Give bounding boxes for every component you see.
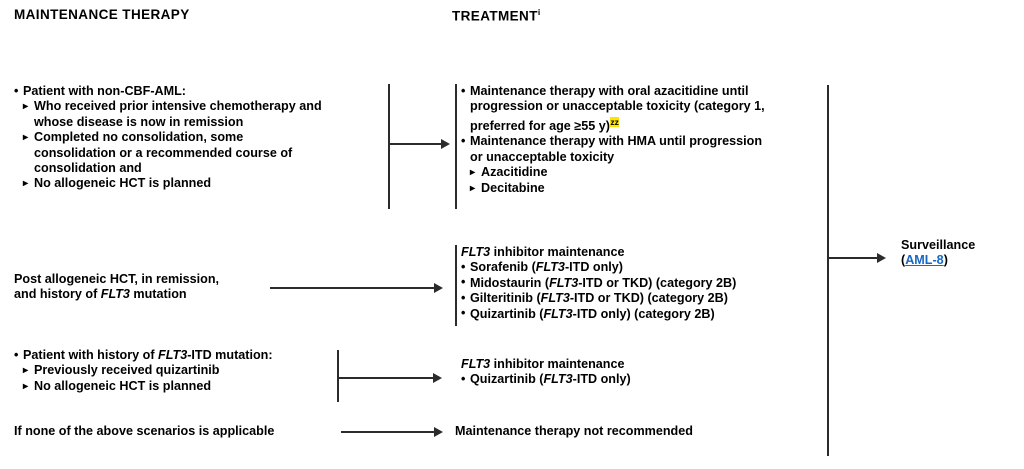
criteria-line: and history of FLT3 mutation	[14, 287, 187, 302]
header-right-label: TREATMENT	[452, 8, 538, 24]
connector-arrowhead-outcome	[877, 253, 886, 263]
treatment-block-quizartinib-maintenance: FLT3 inhibitor maintenance •Quizartinib …	[461, 357, 631, 388]
connector-arrowhead-row1	[441, 139, 450, 149]
list-item: • Patient with non-CBF-AML:	[14, 84, 322, 99]
list-item: •Patient with history of FLT3-ITD mutati…	[14, 347, 273, 363]
connector-arrowhead-row2	[434, 283, 443, 293]
list-item-label: No allogeneic HCT is planned	[34, 176, 212, 191]
list-item: •Quizartinib (FLT3-ITD only) (category 2…	[461, 306, 715, 321]
column-header-treatment: TREATMENTi	[452, 7, 540, 24]
column-header-maintenance-therapy: MAINTENANCE THERAPY	[14, 7, 190, 22]
list-item-label: Patient with non-CBF-AML:	[23, 84, 186, 98]
connector-collector-line	[827, 85, 829, 456]
list-item: •Quizartinib (FLT3-ITD only)	[461, 371, 631, 387]
bullet-icon: •	[461, 133, 466, 148]
list-item-label: Who received prior intensive chemotherap…	[34, 99, 322, 114]
gene-name-flt3: FLT3	[543, 372, 573, 387]
treatment-block-azacitidine: • Maintenance therapy with oral azacitidi…	[461, 84, 765, 196]
gene-name-flt3: FLT3	[461, 357, 491, 371]
header-right-superscript: i	[537, 7, 541, 17]
treatment-heading: FLT3 inhibitor maintenance	[461, 357, 625, 371]
gene-name-flt3: FLT3	[540, 291, 570, 306]
list-item: ▸ Who received prior intensive chemothera…	[14, 99, 322, 114]
bullet-icon: •	[461, 290, 466, 305]
list-item-label: Decitabine	[481, 180, 545, 195]
list-item: ▸ Decitabine	[461, 181, 765, 196]
gene-name-flt3: FLT3	[535, 260, 565, 275]
triangle-bullet-icon: ▸	[23, 365, 29, 377]
list-item-label: Previously received quizartinib	[34, 363, 220, 378]
triangle-bullet-icon: ▸	[23, 178, 29, 190]
outcome-label: Surveillance	[901, 238, 976, 252]
connector-bracket-row2-right	[455, 245, 457, 326]
connector-arrow-line-row2	[270, 287, 435, 289]
list-item-continuation: consolidation and	[34, 161, 142, 176]
triangle-bullet-icon: ▸	[23, 132, 29, 144]
list-item: •Midostaurin (FLT3-ITD or TKD) (category…	[461, 275, 737, 290]
bullet-icon: •	[14, 83, 19, 98]
bullet-icon: •	[461, 306, 466, 321]
list-item-label: Maintenance therapy with oral azacitidin…	[470, 84, 749, 98]
criteria-block-post-allogeneic-hct: Post allogeneic HCT, in remission, and h…	[14, 272, 219, 303]
list-item: ▸ No allogeneic HCT is planned	[14, 379, 273, 394]
criteria-line: If none of the above scenarios is applic…	[14, 424, 275, 438]
list-item: • Maintenance therapy with oral azacitidi…	[461, 84, 765, 99]
triangle-bullet-icon: ▸	[23, 380, 29, 392]
criteria-block-flt3-itd-history: •Patient with history of FLT3-ITD mutati…	[14, 348, 273, 394]
connector-arrowhead-row4	[434, 427, 443, 437]
bullet-icon: •	[461, 275, 466, 290]
connector-arrow-line-outcome	[829, 257, 879, 259]
connector-arrow-line-row1	[390, 143, 443, 145]
bullet-icon: •	[461, 83, 466, 98]
list-item: ▸ No allogeneic HCT is planned	[14, 176, 322, 191]
outcome-block-surveillance: Surveillance (AML-8)	[901, 238, 975, 269]
criteria-block-none-applicable: If none of the above scenarios is applic…	[14, 424, 274, 439]
connector-bracket-row3	[337, 350, 339, 402]
list-item-continuation: whose disease is now in remission	[34, 114, 244, 129]
list-item: • Maintenance therapy with HMA until prog…	[461, 134, 765, 149]
gene-name-flt3: FLT3	[549, 275, 579, 290]
gene-name-flt3: FLT3	[461, 245, 491, 259]
list-item-label: Maintenance therapy with HMA until progr…	[470, 134, 763, 149]
triangle-bullet-icon: ▸	[470, 167, 476, 179]
bullet-icon: •	[461, 259, 466, 274]
list-item-label: Completed no consolidation, some	[34, 130, 244, 145]
list-item-continuation: progression or unacceptable toxicity (ca…	[470, 99, 765, 114]
list-item: •Gilteritinib (FLT3-ITD or TKD) (categor…	[461, 290, 728, 306]
header-left-label: MAINTENANCE THERAPY	[14, 7, 190, 22]
list-item-continuation: preferred for age ≥55 y)zz	[461, 115, 765, 135]
list-item-label: Azacitidine	[481, 165, 548, 180]
criteria-line: Post allogeneic HCT, in remission,	[14, 272, 220, 286]
outcome-reference: (AML-8)	[901, 253, 948, 268]
gene-name-flt3: FLT3	[100, 287, 130, 302]
connector-bracket-row1-right	[455, 84, 457, 209]
connector-bracket-row1	[388, 84, 390, 209]
list-item-label: No allogeneic HCT is planned	[34, 378, 212, 393]
triangle-bullet-icon: ▸	[470, 182, 476, 194]
list-item-label: preferred for age ≥55 y)	[470, 119, 610, 133]
treatment-block-flt3-inhibitor-maintenance: FLT3 inhibitor maintenance •Sorafenib (F…	[461, 245, 736, 322]
treatment-block-no-maintenance: Maintenance therapy not recommended	[455, 424, 693, 439]
gene-name-flt3: FLT3	[158, 348, 188, 362]
list-item: ▸ Completed no consolidation, some	[14, 130, 322, 145]
list-item: •Sorafenib (FLT3-ITD only)	[461, 259, 623, 275]
criteria-block-non-cbf-aml: • Patient with non-CBF-AML: ▸ Who received…	[14, 84, 322, 192]
treatment-heading: FLT3 inhibitor maintenance	[461, 245, 625, 259]
connector-arrowhead-row3	[433, 373, 442, 383]
connector-arrow-line-row4	[341, 431, 436, 433]
gene-name-flt3: FLT3	[543, 306, 573, 321]
bullet-icon: •	[461, 371, 466, 386]
list-item-continuation: or unacceptable toxicity	[470, 149, 615, 164]
list-item: ▸ Azacitidine	[461, 165, 765, 180]
bullet-icon: •	[14, 347, 19, 362]
list-item-continuation: consolidation or a recommended course of	[34, 145, 293, 160]
connector-arrow-line-row3	[339, 377, 435, 379]
treatment-line: Maintenance therapy not recommended	[455, 424, 693, 438]
footnote-superscript-zz: zz	[609, 116, 620, 127]
link-aml-8[interactable]: AML-8	[905, 253, 944, 268]
triangle-bullet-icon: ▸	[23, 101, 29, 113]
list-item: ▸ Previously received quizartinib	[14, 363, 273, 378]
